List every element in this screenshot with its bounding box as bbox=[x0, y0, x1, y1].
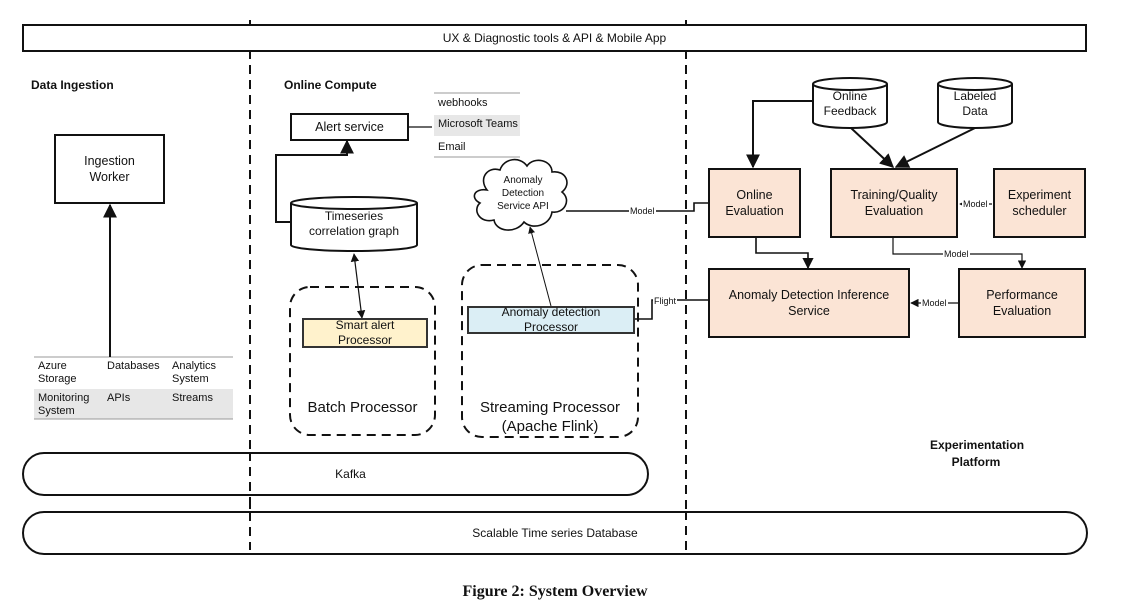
arrow-labeled-to-training bbox=[894, 127, 976, 168]
arrow-feedback-to-online-eval bbox=[746, 100, 813, 169]
online-evaluation-box: Online Evaluation bbox=[708, 168, 801, 238]
anomaly-detection-processor-box: Anomaly detection Processor bbox=[467, 305, 635, 334]
channel-webhooks: webhooks bbox=[438, 97, 488, 109]
channel-microsoft-teams: Microsoft Teams bbox=[438, 118, 518, 130]
online-feedback-cylinder bbox=[812, 77, 888, 129]
training-quality-evaluation-box: Training/Quality Evaluation bbox=[830, 168, 958, 238]
labeled-data-cylinder bbox=[937, 77, 1013, 129]
edge-label-flight: Flight bbox=[653, 296, 678, 306]
streaming-processor-boundary bbox=[461, 264, 639, 438]
anomaly-detection-processor-label: Anomaly detection Processor bbox=[501, 305, 601, 334]
edge-flight bbox=[635, 299, 708, 320]
batch-processor-boundary bbox=[289, 286, 436, 436]
source-azure-storage: Azure Storage bbox=[38, 360, 77, 385]
inference-service-box: Anomaly Detection Inference Service bbox=[708, 268, 910, 338]
channel-email: Email bbox=[438, 141, 466, 153]
anomaly-api-cloud bbox=[473, 158, 568, 231]
performance-evaluation-label: Performance Evaluation bbox=[986, 288, 1058, 318]
figure-caption: Figure 2: System Overview bbox=[462, 583, 648, 600]
arrow-online-eval-to-inference bbox=[755, 238, 814, 270]
source-analytics-system: Analytics System bbox=[172, 360, 217, 385]
source-monitoring-system: Monitoring System bbox=[38, 392, 90, 417]
online-evaluation-label: Online Evaluation bbox=[725, 188, 784, 218]
top-bar-label: UX & Diagnostic tools & API & Mobile App bbox=[442, 31, 667, 45]
arrow-graph-to-alert bbox=[275, 139, 354, 223]
kafka-bar: Kafka bbox=[22, 452, 649, 496]
performance-evaluation-box: Performance Evaluation bbox=[958, 268, 1086, 338]
smart-alert-processor-box: Smart alert Processor bbox=[302, 318, 428, 348]
experiment-scheduler-box: Experiment scheduler bbox=[993, 168, 1086, 238]
channels-gray-row bbox=[434, 115, 520, 136]
source-databases: Databases bbox=[107, 360, 160, 372]
ingestion-worker-box: Ingestion Worker bbox=[54, 134, 165, 204]
training-quality-evaluation-label: Training/Quality Evaluation bbox=[850, 188, 938, 218]
timeseries-database-bar: Scalable Time series Database bbox=[22, 511, 1088, 555]
smart-alert-processor-label: Smart alert Processor bbox=[335, 318, 395, 347]
timeseries-cylinder bbox=[290, 196, 418, 252]
source-streams: Streams bbox=[172, 392, 213, 404]
streaming-processor-label: Streaming Processor (Apache Flink) bbox=[479, 399, 621, 435]
arrow-processor-to-api bbox=[528, 226, 552, 307]
online-feedback-label: Online Feedback bbox=[823, 89, 877, 118]
experiment-scheduler-label: Experiment scheduler bbox=[1007, 188, 1072, 218]
kafka-label: Kafka bbox=[335, 467, 366, 481]
inference-service-label: Anomaly Detection Inference Service bbox=[728, 288, 890, 318]
ingestion-worker-label: Ingestion Worker bbox=[84, 154, 135, 184]
sources-row-bg bbox=[34, 389, 233, 419]
edge-label-model-training-perf: Model bbox=[943, 249, 970, 259]
alert-service-box: Alert service bbox=[290, 113, 409, 141]
section-data-ingestion: Data Ingestion bbox=[31, 78, 114, 92]
edge-label-model-perf-inference: Model bbox=[921, 298, 948, 308]
edge-label-model-api: Model bbox=[629, 206, 656, 216]
anomaly-api-label: Anomaly Detection Service API bbox=[497, 175, 549, 212]
labeled-data-label: Labeled Data bbox=[953, 89, 997, 118]
timeseries-graph-label: Timeseries correlation graph bbox=[308, 209, 400, 238]
arrow-feedback-to-training bbox=[850, 127, 895, 168]
timeseries-database-label: Scalable Time series Database bbox=[472, 526, 638, 540]
section-online-compute: Online Compute bbox=[284, 78, 377, 92]
source-apis: APIs bbox=[107, 392, 131, 404]
alert-service-label: Alert service bbox=[315, 120, 384, 134]
edge-label-model-scheduler: Model bbox=[962, 199, 989, 209]
batch-processor-label: Batch Processor bbox=[307, 399, 418, 416]
top-bar: UX & Diagnostic tools & API & Mobile App bbox=[22, 24, 1087, 52]
section-experimentation-platform: Experimentation Platform bbox=[930, 438, 1025, 469]
